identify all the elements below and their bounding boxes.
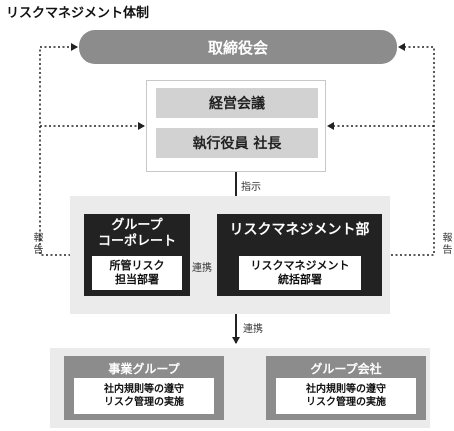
- report-label-left: 報告: [31, 232, 42, 256]
- group-corporate-box: グループ コーポレート 所管リスク 担当部署: [84, 214, 190, 296]
- liaison-label-vertical: 連携: [243, 324, 263, 335]
- business-group-box: 事業グループ 社内規則等の遵守 リスク管理の実施: [64, 356, 224, 420]
- risk-management-unit: リスクマネジメント 統括部署: [239, 256, 361, 290]
- instruction-label: 指示: [241, 182, 261, 193]
- risk-management-dept-title: リスクマネジメント部: [229, 222, 370, 238]
- board-of-directors: 取締役会: [79, 30, 397, 64]
- diagram-title: リスクマネジメント体制: [6, 6, 150, 21]
- group-companies-box: グループ会社 社内規則等の遵守 リスク管理の実施: [266, 356, 426, 420]
- risk-owner-dept: 所管リスク 担当部署: [92, 256, 182, 290]
- executive-officers: 執行役員 社長: [156, 128, 318, 158]
- business-group-duties: 社内規則等の遵守 リスク管理の実施: [74, 378, 214, 414]
- group-companies-duties: 社内規則等の遵守 リスク管理の実施: [276, 378, 416, 414]
- business-group-title: 事業グループ: [108, 362, 180, 376]
- risk-management-dept-box: リスクマネジメント部 リスクマネジメント 統括部署: [217, 214, 382, 296]
- liaison-label-horizontal: 連携: [192, 263, 212, 274]
- group-corporate-title: グループ コーポレート: [97, 218, 176, 249]
- group-companies-title: グループ会社: [310, 362, 382, 376]
- management-meeting: 経営会議: [156, 88, 318, 118]
- report-line-left-outer: [39, 43, 84, 256]
- report-label-right: 報告: [440, 232, 451, 256]
